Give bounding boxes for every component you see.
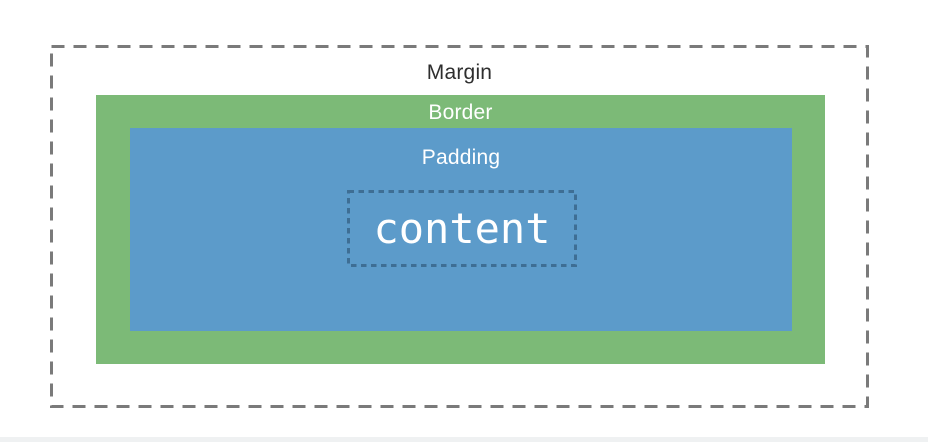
content-label: content	[373, 203, 551, 253]
padding-label: Padding	[421, 146, 501, 169]
margin-label: Margin	[426, 61, 493, 84]
content-area: content	[347, 190, 577, 267]
border-label: Border	[428, 101, 493, 124]
bottom-edge-strip	[0, 437, 928, 442]
